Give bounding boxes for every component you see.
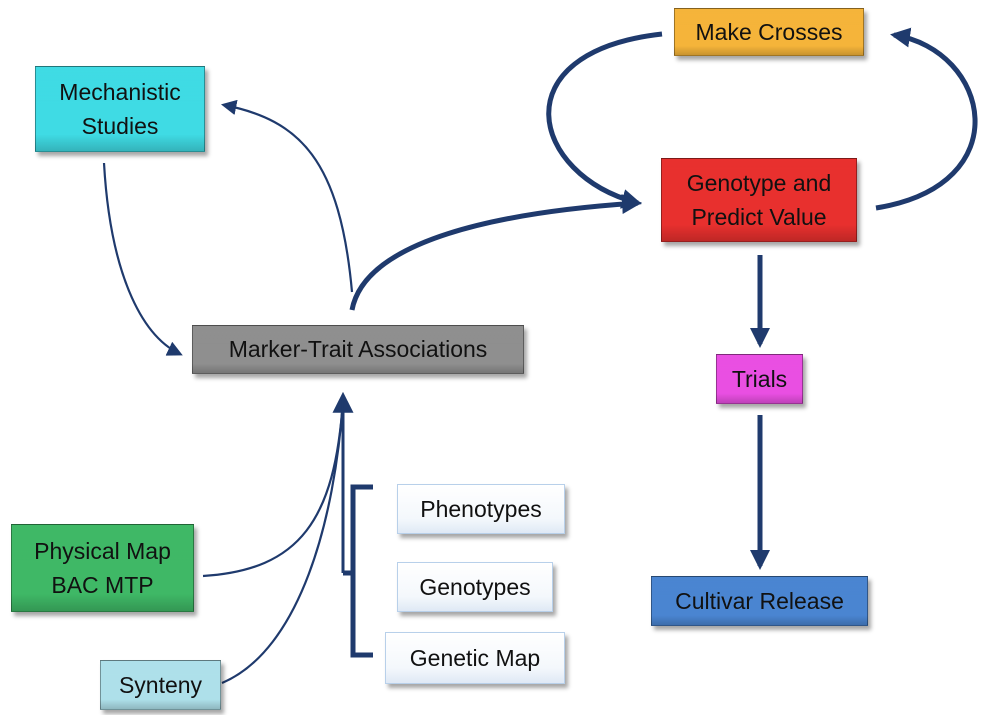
arrow-marker-to-mechanistic xyxy=(220,99,354,293)
phenotypes-box: Phenotypes xyxy=(397,484,565,534)
arrow-physical-map-to-marker xyxy=(202,399,345,578)
arrow-mechanistic-to-marker xyxy=(102,162,183,356)
trials-box: Trials xyxy=(716,354,803,404)
cultivar-release-box: Cultivar Release xyxy=(651,576,868,626)
arrow-crosses-to-genotype xyxy=(546,31,663,209)
arrow-synteny-to-marker xyxy=(221,399,345,685)
marker-trait-box: Marker-Trait Associations xyxy=(192,325,524,374)
make-crosses-box: Make Crosses xyxy=(674,8,864,56)
genotype-predict-box: Genotype and Predict Value xyxy=(661,158,857,242)
bracket xyxy=(343,484,373,658)
physical-map-box: Physical Map BAC MTP xyxy=(11,524,194,612)
arrow-marker-to-genotype xyxy=(349,194,642,311)
genetic-map-box: Genetic Map xyxy=(385,632,565,684)
genotypes-box: Genotypes xyxy=(397,562,553,612)
arrow-genotype-to-crosses xyxy=(875,27,978,211)
mechanistic-studies-box: Mechanistic Studies xyxy=(35,66,205,152)
synteny-box: Synteny xyxy=(100,660,221,710)
